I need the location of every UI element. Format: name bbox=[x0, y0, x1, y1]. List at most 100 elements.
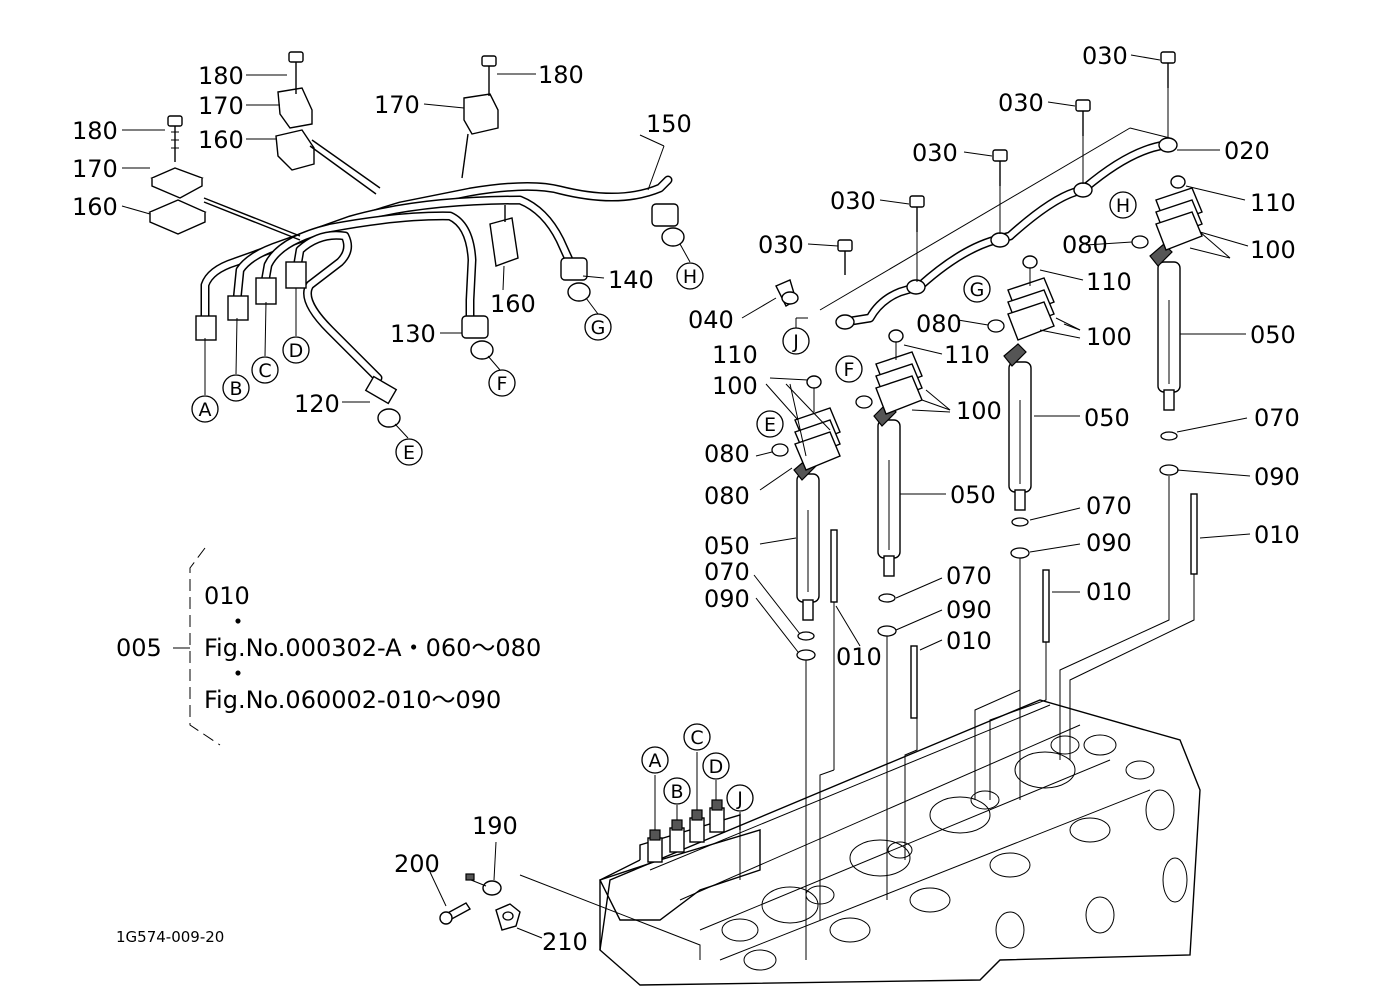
label-010-a: 010 bbox=[836, 643, 882, 671]
callout-b-pipe: B bbox=[229, 378, 242, 400]
kit-note-line3: Fig.No.060002-010～090 bbox=[204, 686, 501, 714]
kit-note-dot1: ・ bbox=[226, 608, 250, 636]
label-170-a: 170 bbox=[198, 92, 244, 120]
label-080-c: 080 bbox=[704, 440, 750, 468]
label-210: 210 bbox=[542, 928, 588, 956]
label-010-c: 010 bbox=[1086, 578, 1132, 606]
label-005: 005 bbox=[116, 634, 162, 662]
kit-note-dot2: ・ bbox=[226, 660, 250, 688]
label-030-a: 030 bbox=[1082, 42, 1128, 70]
injection-pump-block bbox=[599, 752, 761, 921]
label-140: 140 bbox=[608, 266, 654, 294]
label-080-d: 080 bbox=[704, 482, 750, 510]
bolts-030 bbox=[837, 51, 1176, 282]
callout-h-pipe: H bbox=[683, 266, 697, 288]
label-050-d: 050 bbox=[704, 532, 750, 560]
label-100-c: 100 bbox=[712, 372, 758, 400]
label-020: 020 bbox=[1224, 137, 1270, 165]
callout-a-pump: A bbox=[649, 750, 662, 772]
label-030-b: 030 bbox=[998, 89, 1044, 117]
callout-d-pipe: D bbox=[289, 340, 304, 362]
label-100-d: 100 bbox=[956, 397, 1002, 425]
label-120: 120 bbox=[294, 390, 340, 418]
callout-e-injector: E bbox=[764, 414, 776, 436]
injector-3 bbox=[1003, 255, 1055, 800]
label-050-c: 050 bbox=[950, 481, 996, 509]
label-030-c: 030 bbox=[912, 139, 958, 167]
kit-note-line1: 010 bbox=[204, 582, 250, 610]
injectors bbox=[771, 175, 1203, 960]
label-090-b: 090 bbox=[1254, 463, 1300, 491]
label-160-b: 160 bbox=[72, 193, 118, 221]
kit-note-line2: Fig.No.000302-A・060～080 bbox=[204, 634, 541, 662]
label-170-c: 170 bbox=[374, 91, 420, 119]
fitting-parts bbox=[439, 873, 521, 931]
pipe-nut-b bbox=[227, 295, 249, 321]
label-030-d: 030 bbox=[830, 187, 876, 215]
pipe-end-f bbox=[461, 315, 494, 360]
pipe-nut-c bbox=[255, 277, 277, 305]
injection-pipes bbox=[195, 175, 685, 428]
label-180-b: 180 bbox=[72, 117, 118, 145]
callout-j-pump: J bbox=[736, 788, 743, 810]
pipe-clamps bbox=[148, 51, 519, 267]
callout-c-pipe: C bbox=[258, 360, 271, 382]
injector-2 bbox=[873, 329, 923, 900]
callout-g-pipe: G bbox=[591, 317, 606, 339]
label-040: 040 bbox=[688, 306, 734, 334]
label-180-c: 180 bbox=[538, 61, 584, 89]
guide-lines bbox=[519, 574, 1195, 960]
callout-f-injector: F bbox=[844, 359, 855, 381]
label-200: 200 bbox=[394, 850, 440, 878]
label-070-c: 070 bbox=[1086, 492, 1132, 520]
label-160-c: 160 bbox=[490, 290, 536, 318]
label-130: 130 bbox=[390, 320, 436, 348]
label-160-a: 160 bbox=[198, 126, 244, 154]
part-number-labels: 180 170 160 180 170 160 180 170 150 140 … bbox=[72, 42, 1300, 956]
head-ports bbox=[721, 734, 1188, 971]
callout-a-pipe: A bbox=[199, 399, 212, 421]
label-100-a: 100 bbox=[1250, 236, 1296, 264]
callout-b-pump: B bbox=[670, 781, 683, 803]
callout-g-injector: G bbox=[970, 279, 985, 301]
label-150: 150 bbox=[646, 110, 692, 138]
label-090-c: 090 bbox=[1086, 529, 1132, 557]
return-pipe bbox=[775, 127, 1178, 330]
callout-e-pipe: E bbox=[403, 442, 415, 464]
injector-4 bbox=[1149, 175, 1203, 600]
callout-c-pump: C bbox=[690, 727, 703, 749]
label-190: 190 bbox=[472, 812, 518, 840]
drawing-id: 1G574-009-20 bbox=[116, 928, 224, 946]
label-010-b: 010 bbox=[1254, 521, 1300, 549]
callout-letters: A B C D E F G H J E F G H A B C D J bbox=[191, 191, 1137, 812]
callout-d-pump: D bbox=[709, 756, 724, 778]
label-050-a: 050 bbox=[1250, 321, 1296, 349]
kit-note: 005 010 ・ Fig.No.000302-A・060～080 ・ Fig.… bbox=[116, 547, 541, 746]
label-010-d: 010 bbox=[946, 627, 992, 655]
label-170-b: 170 bbox=[72, 155, 118, 183]
label-030-e: 030 bbox=[758, 231, 804, 259]
pipe-nut-a bbox=[195, 315, 217, 341]
pipe-end-g bbox=[560, 257, 591, 302]
pipe-nut-d bbox=[285, 261, 307, 289]
label-070-b: 070 bbox=[1254, 404, 1300, 432]
callout-j-return: J bbox=[792, 331, 799, 353]
label-110-a: 110 bbox=[1250, 189, 1296, 217]
label-090-d: 090 bbox=[946, 596, 992, 624]
label-090-a: 090 bbox=[704, 585, 750, 613]
leader-lines bbox=[121, 54, 1251, 939]
callout-h-injector: H bbox=[1116, 195, 1130, 217]
label-080-a: 080 bbox=[1062, 231, 1108, 259]
label-050-b: 050 bbox=[1084, 404, 1130, 432]
label-180-a: 180 bbox=[198, 62, 244, 90]
pipe-end-h bbox=[651, 203, 685, 247]
label-080-b: 080 bbox=[916, 310, 962, 338]
injector-1 bbox=[793, 375, 841, 960]
label-110-b: 110 bbox=[1086, 268, 1132, 296]
pipe-end-e bbox=[364, 375, 401, 428]
label-110-c: 110 bbox=[944, 341, 990, 369]
label-110-d: 110 bbox=[712, 341, 758, 369]
label-070-a: 070 bbox=[704, 558, 750, 586]
